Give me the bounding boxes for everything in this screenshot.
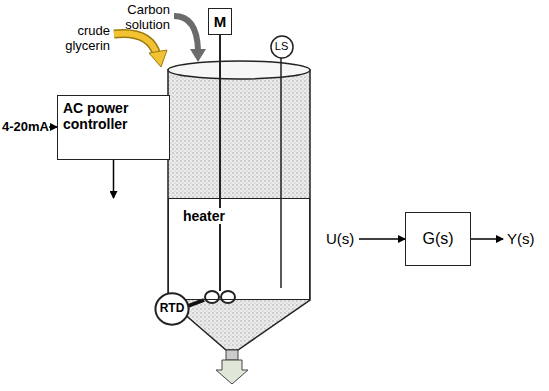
impeller-blade bbox=[205, 291, 219, 303]
heater-ground bbox=[168, 198, 310, 300]
rtd-probe bbox=[188, 300, 204, 306]
impeller-blade bbox=[221, 291, 235, 303]
input-arrow bbox=[49, 126, 57, 128]
mixer-shaft bbox=[219, 30, 221, 291]
carbon-arrow bbox=[174, 16, 198, 50]
level-switch-circle: LS bbox=[270, 35, 294, 59]
signal-name: U(s) bbox=[326, 230, 354, 247]
rtd-circle: RTD bbox=[154, 292, 190, 326]
signal-label: 4-20mA bbox=[2, 120, 49, 135]
outlet-arrow bbox=[216, 360, 248, 384]
motor-box: M bbox=[208, 8, 232, 35]
node-text: AC power controller bbox=[63, 100, 164, 132]
controller-box: AC power controller bbox=[57, 95, 170, 160]
glycerin-arrow bbox=[114, 33, 157, 55]
signal-arrow bbox=[471, 238, 503, 240]
feed-label: crude glycerin bbox=[46, 24, 110, 54]
carbon-arrow-head bbox=[190, 49, 206, 62]
control-wire bbox=[113, 160, 115, 198]
transfer-function-box: G(s) bbox=[405, 212, 471, 266]
circle-outline bbox=[155, 293, 188, 324]
outlet-pipe bbox=[226, 350, 238, 360]
node-text: LS bbox=[275, 40, 288, 53]
level-probe bbox=[280, 58, 282, 288]
signal-arrow bbox=[359, 238, 405, 240]
glycerin-arrow-head bbox=[149, 50, 167, 67]
node-text: G(s) bbox=[422, 230, 453, 248]
node-text: M bbox=[214, 13, 227, 30]
node-text: heater bbox=[181, 208, 227, 224]
node-text: RTD bbox=[160, 302, 185, 316]
signal-name: Y(s) bbox=[507, 230, 535, 247]
circle-outline bbox=[270, 35, 292, 57]
heater-box: heater bbox=[168, 198, 310, 300]
tank-rim bbox=[168, 61, 310, 79]
glycerin-arrow-outline bbox=[114, 33, 157, 55]
